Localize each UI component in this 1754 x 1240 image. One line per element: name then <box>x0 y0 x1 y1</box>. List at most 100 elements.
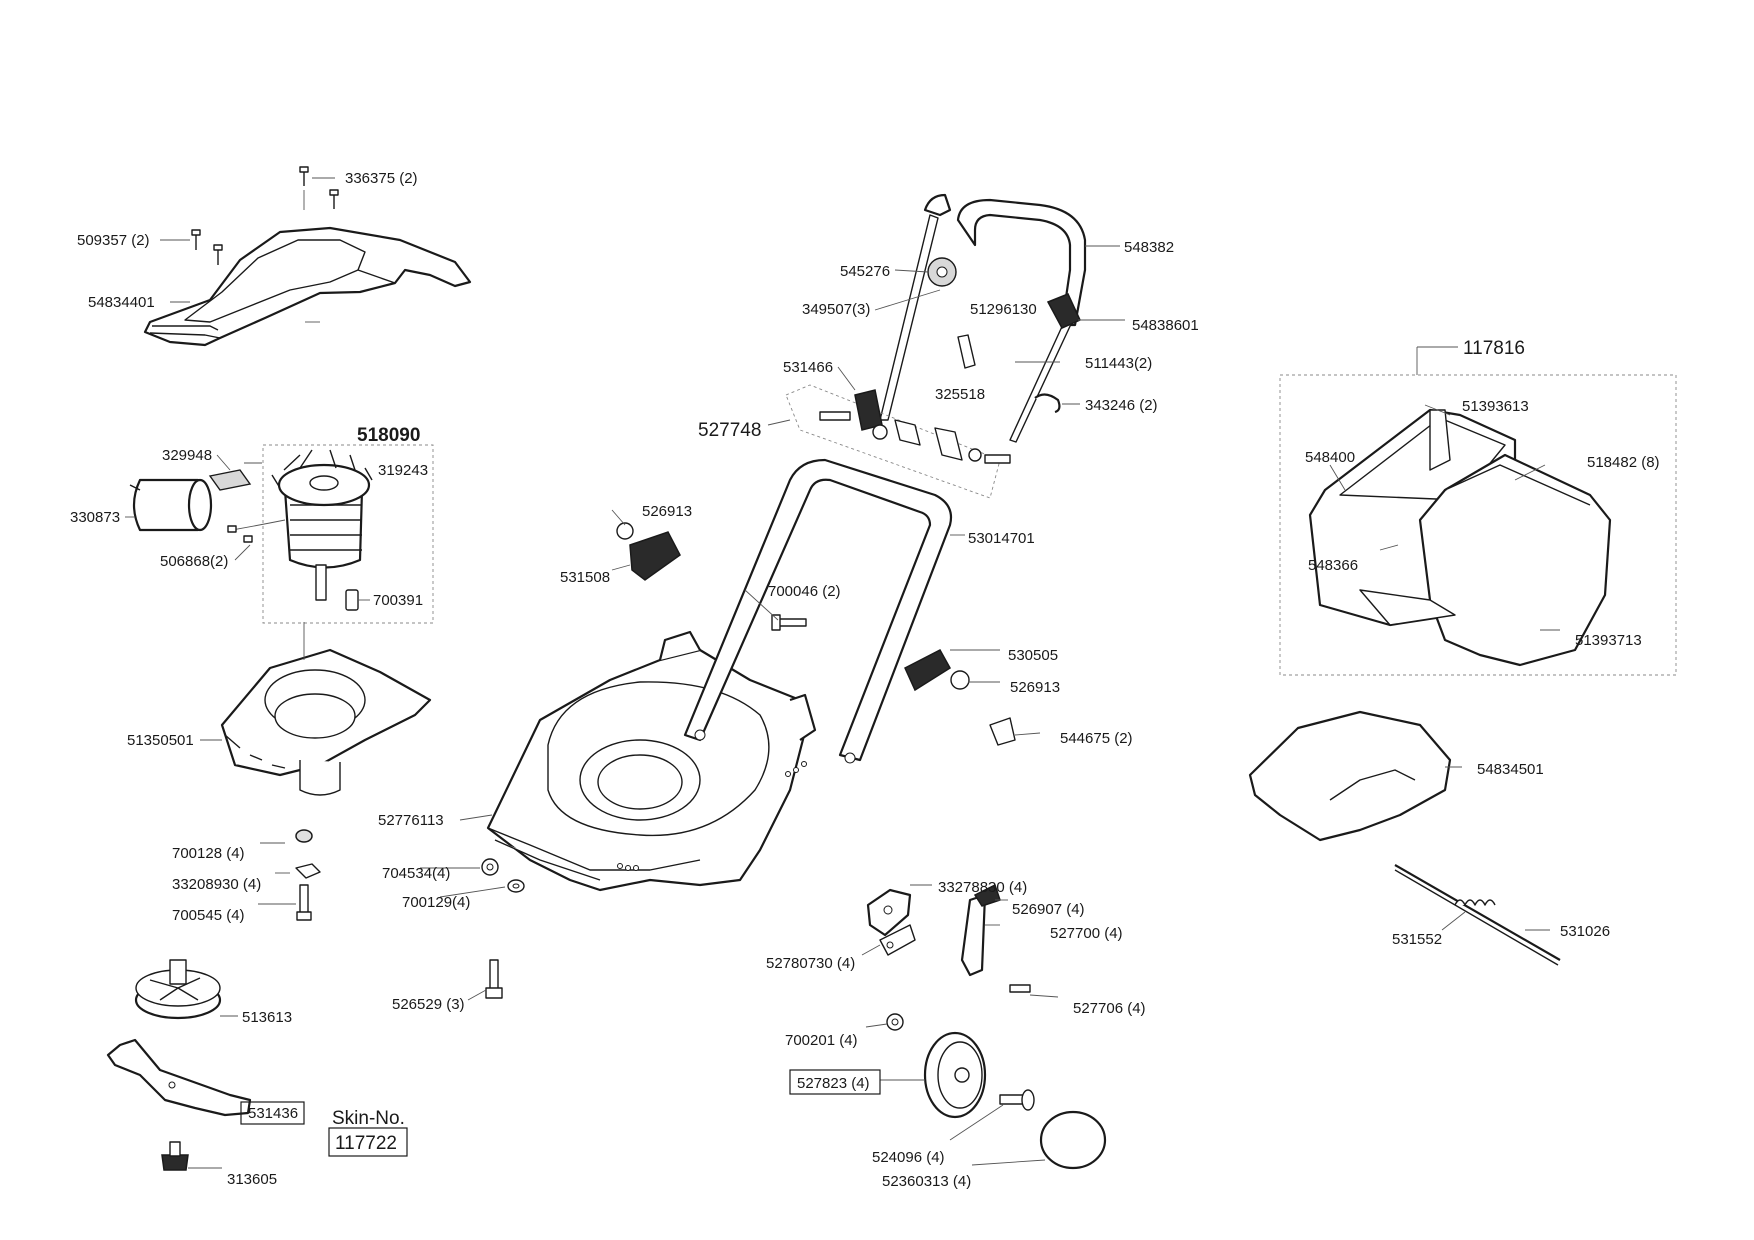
label-52780730: 52780730 (4) <box>766 955 855 972</box>
knob-545276 <box>927 257 957 287</box>
label-336375: 336375 (2) <box>345 170 418 187</box>
bolt-700046 <box>771 614 807 631</box>
rod-531026 <box>1394 864 1561 966</box>
label-349507: 349507(3) <box>802 301 870 318</box>
bolt-700545 <box>258 884 312 921</box>
bag-cover-51393713 <box>1418 453 1612 667</box>
label-531026: 531026 <box>1560 923 1610 940</box>
label-526913a: 526913 <box>642 503 692 520</box>
box-531436 <box>240 1101 305 1125</box>
label-548400: 548400 <box>1305 449 1355 466</box>
key-700391 <box>345 589 359 611</box>
label-52360313: 52360313 (4) <box>882 1173 971 1190</box>
label-53014701: 53014701 <box>968 530 1035 547</box>
label-51393613: 51393613 <box>1462 398 1529 415</box>
hubcap-52360313 <box>1039 1110 1107 1170</box>
lower-handle-53014701 <box>683 458 953 764</box>
label-527748: 527748 <box>698 420 761 441</box>
engine-cover <box>143 226 472 347</box>
part-labels: 336375 (2) 509357 (2) 54834401 518090 32… <box>70 170 1660 1190</box>
clamp-531508 <box>616 522 681 581</box>
label-526529: 526529 (3) <box>392 996 465 1013</box>
box-527823 <box>789 1069 881 1095</box>
bolt-526529 <box>485 959 503 999</box>
label-700128: 700128 (4) <box>172 845 245 862</box>
skin-number: 117722 <box>335 1133 397 1154</box>
wheel-527823 <box>923 1031 987 1119</box>
label-54834401: 54834401 <box>88 294 155 311</box>
label-548366: 548366 <box>1308 557 1358 574</box>
axle-524096 <box>999 1089 1035 1111</box>
label-526913b: 526913 <box>1010 679 1060 696</box>
label-531508: 531508 <box>560 569 610 586</box>
bracket-325518 <box>957 334 976 369</box>
label-548382: 548382 <box>1124 239 1174 256</box>
motor <box>271 449 373 601</box>
skin-title: Skin-No. <box>332 1108 405 1129</box>
spring-washer-700128 <box>260 829 313 844</box>
label-526907: 526907 (4) <box>1012 901 1085 918</box>
capacitor-330873 <box>129 478 213 532</box>
label-545276: 545276 <box>840 263 890 280</box>
nut-704534 <box>481 858 499 876</box>
label-700391: 700391 <box>373 592 423 609</box>
clamp-530505 <box>904 649 1016 746</box>
label-313605: 313605 <box>227 1171 277 1188</box>
label-518090: 518090 <box>357 425 420 446</box>
label-700046: 700046 (2) <box>768 583 841 600</box>
fan-513613 <box>134 959 222 1020</box>
washer-700129 <box>507 879 525 893</box>
nut-700201 <box>886 1013 904 1031</box>
leader-lines <box>125 245 1560 1169</box>
label-329948: 329948 <box>162 447 212 464</box>
label-52776113: 52776113 <box>378 812 444 829</box>
label-513613: 513613 <box>242 1009 292 1026</box>
spring-531552 <box>1454 899 1496 906</box>
bolt-313605 <box>161 1141 189 1171</box>
label-54838601: 54838601 <box>1132 317 1199 334</box>
height-adjust-33278830 <box>866 888 912 937</box>
bag-lower-548366 <box>1359 589 1456 626</box>
clip-343246 <box>1034 393 1061 414</box>
label-117816: 117816 <box>1463 338 1525 359</box>
label-530505: 530505 <box>1008 647 1058 664</box>
label-51296130: 51296130 <box>970 301 1037 318</box>
label-330873: 330873 <box>70 509 120 526</box>
label-511443: 511443(2) <box>1085 355 1152 372</box>
label-509357: 509357 (2) <box>77 232 150 249</box>
motor-housing <box>220 648 432 796</box>
brush-329948 <box>208 454 252 491</box>
blade-531436 <box>106 1038 252 1117</box>
screw-509357 <box>160 229 223 303</box>
label-33278830: 33278830 (4) <box>938 879 1027 896</box>
flap-54834501 <box>1248 710 1452 842</box>
handle-assembly-527748 <box>785 384 1011 499</box>
plate-52780730 <box>879 924 916 956</box>
label-33208930: 33208930 (4) <box>172 876 261 893</box>
label-531552: 531552 <box>1392 931 1442 948</box>
label-527700: 527700 (4) <box>1050 925 1123 942</box>
label-700129: 700129(4) <box>402 894 470 911</box>
nut-33208930 <box>275 863 321 879</box>
label-51393713: 51393713 <box>1575 632 1642 649</box>
label-319243: 319243 <box>378 462 428 479</box>
label-544675: 544675 (2) <box>1060 730 1133 747</box>
wire-506868 <box>227 519 286 543</box>
screw-336375 <box>299 166 339 210</box>
label-700545: 700545 (4) <box>172 907 245 924</box>
label-531466: 531466 <box>783 359 833 376</box>
label-343246: 343246 (2) <box>1085 397 1158 414</box>
screw-527706 <box>1009 984 1031 993</box>
label-524096: 524096 (4) <box>872 1149 945 1166</box>
label-506868: 506868(2) <box>160 553 228 570</box>
label-527706: 527706 (4) <box>1073 1000 1146 1017</box>
label-527823: 527823 (4) <box>797 1075 870 1092</box>
label-51350501: 51350501 <box>127 732 194 749</box>
label-531436: 531436 <box>248 1105 298 1122</box>
label-325518: 325518 <box>935 386 985 403</box>
label-700201: 700201 (4) <box>785 1032 858 1049</box>
label-704534: 704534(4) <box>382 865 450 882</box>
lever-527700 <box>960 883 1001 977</box>
box-skin-no <box>328 1127 408 1157</box>
